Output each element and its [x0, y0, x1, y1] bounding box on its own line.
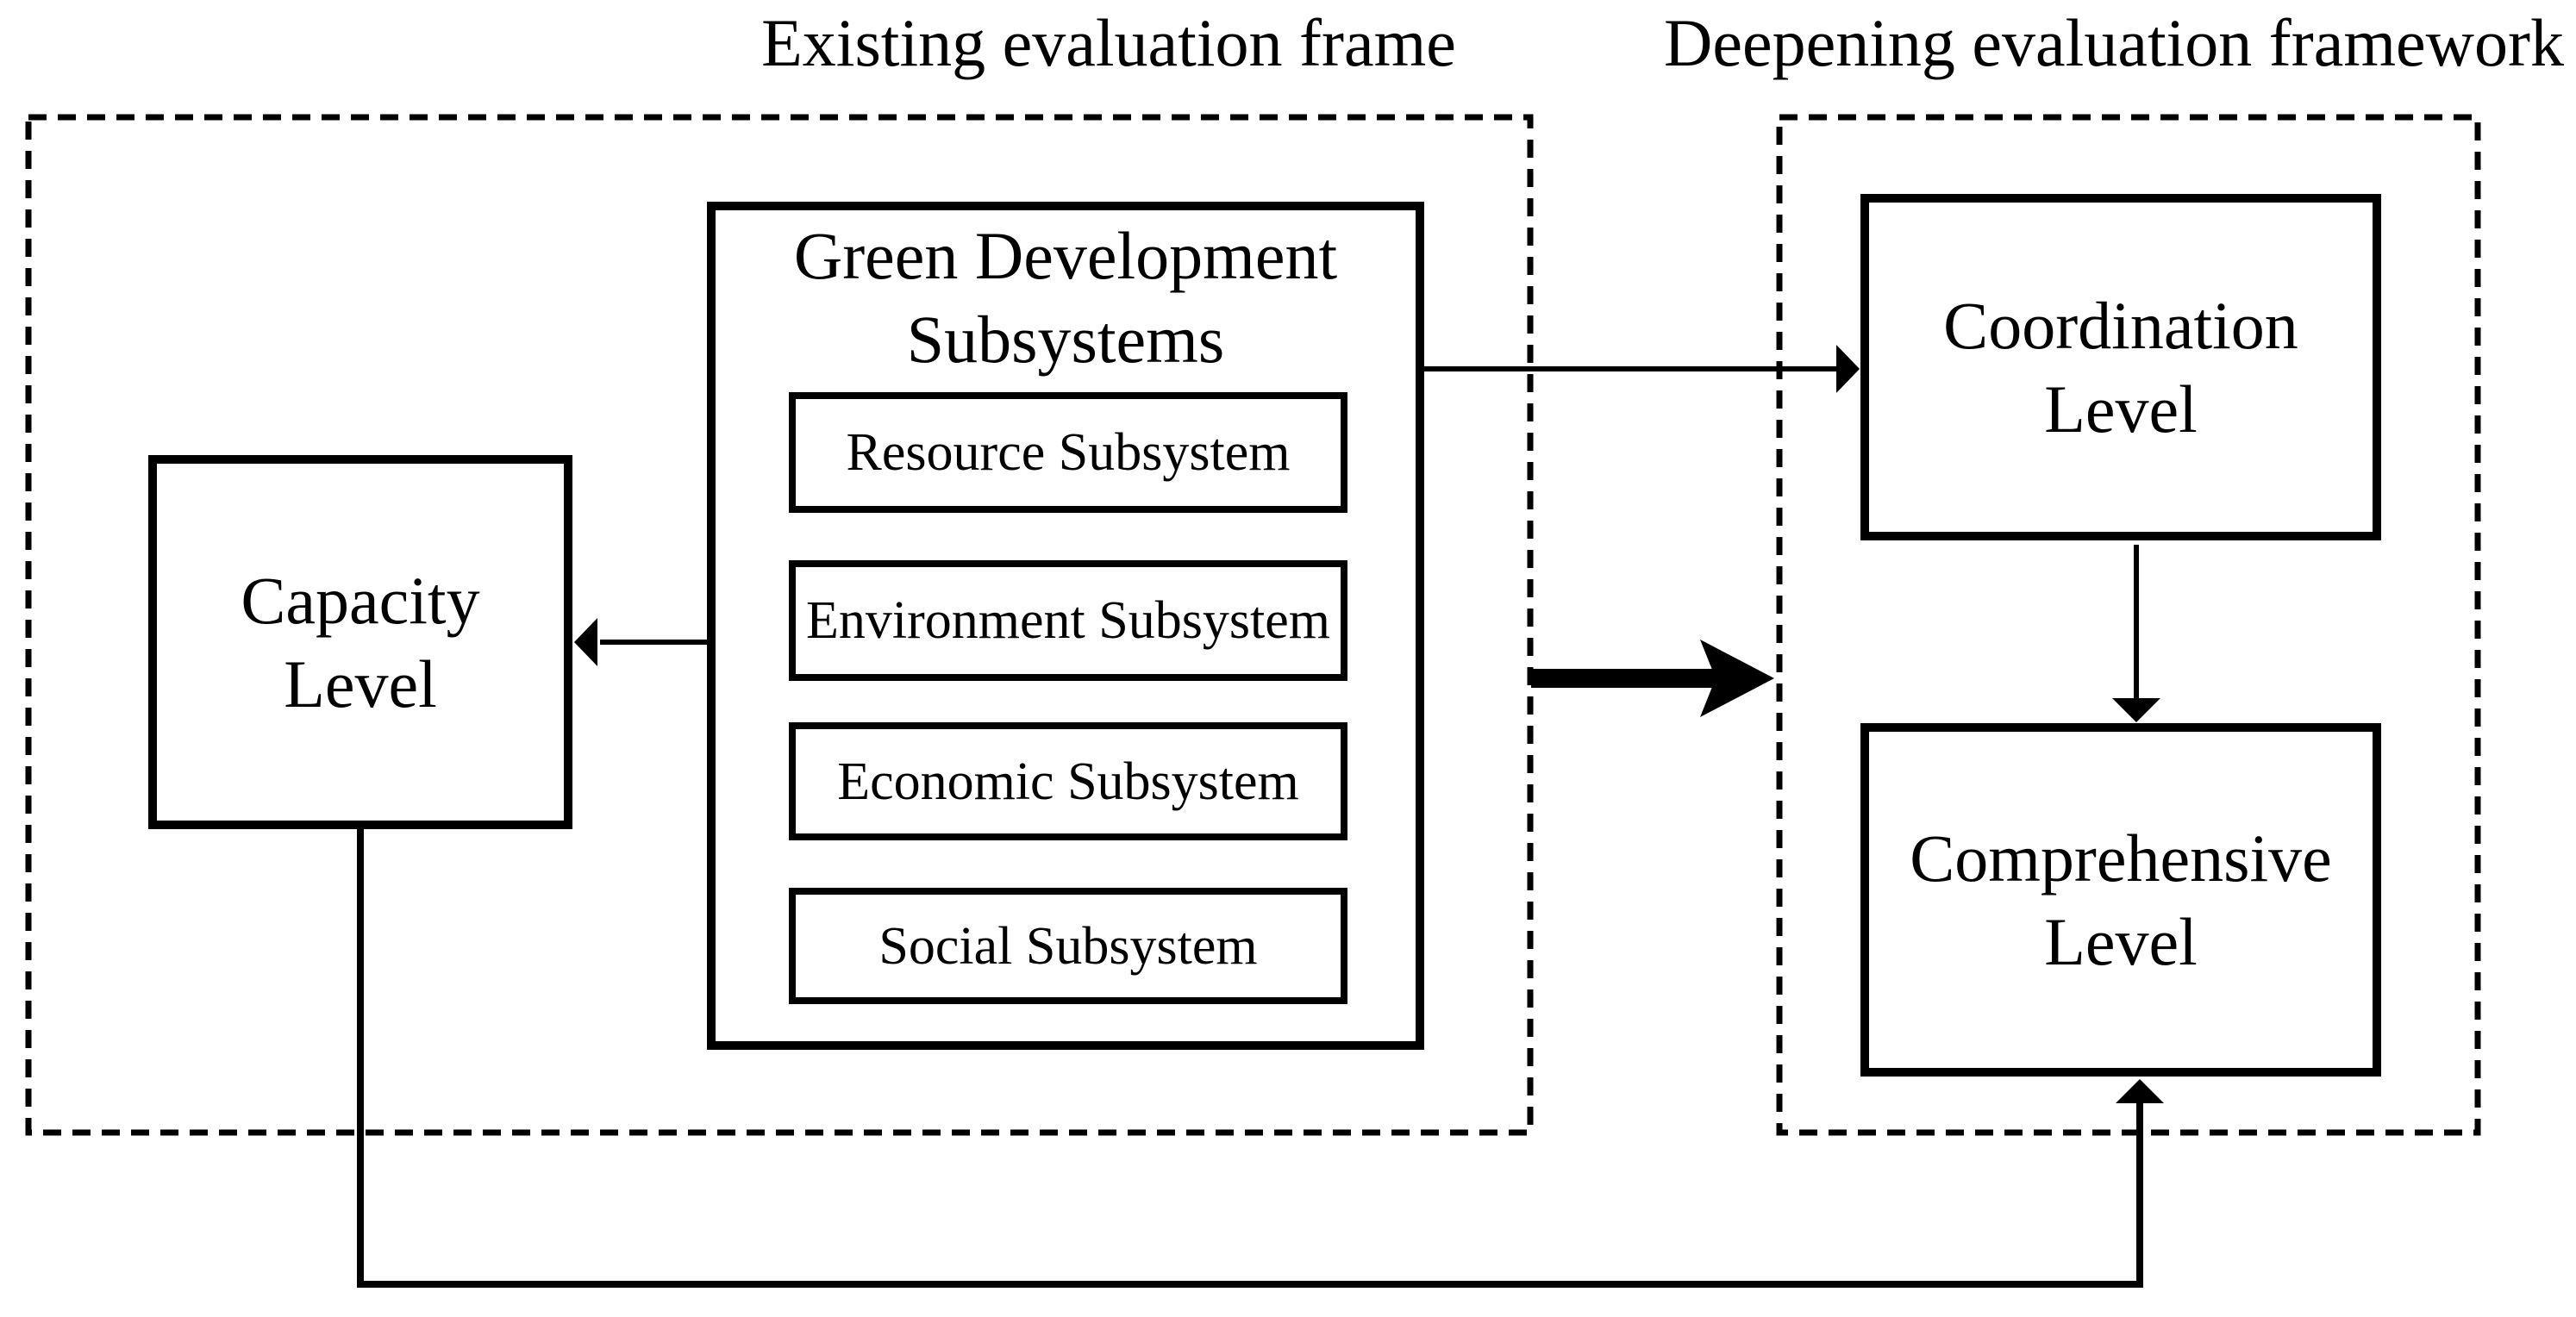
- coordination-level-label: Coordination Level: [1860, 194, 2381, 540]
- comprehensive-level-label: Comprehensive Level: [1860, 723, 2381, 1077]
- social-subsystem-label: Social Subsystem: [878, 916, 1258, 976]
- arrowhead-down-icon: [2112, 698, 2160, 722]
- green-development-label: Green Development Subsystems: [707, 214, 1424, 381]
- capacity-level-label: Capacity Level: [148, 455, 572, 829]
- connector-capacity-to-comprehensive: [357, 829, 2164, 1288]
- coordination-label-line1: Coordination: [1943, 288, 2298, 363]
- arrow-subsystems-to-coordination: [1424, 345, 1860, 393]
- green-development-label-line1: Green Development: [793, 218, 1338, 293]
- arrowhead-up-icon: [2116, 1079, 2164, 1103]
- arrowhead-left-icon: [574, 618, 597, 666]
- bold-arrowhead-right-icon: [1700, 640, 1774, 717]
- comprehensive-label-line2: Level: [2044, 904, 2198, 979]
- resource-subsystem-box: [789, 392, 1347, 513]
- comprehensive-level-box: [1860, 723, 2381, 1077]
- deepening-frame-title: Deepening evaluation framework: [1664, 5, 2564, 80]
- deepening-frame-border: [1776, 114, 2481, 1136]
- connector-path: [357, 829, 2143, 1288]
- existing-frame-border: [25, 114, 1534, 1136]
- arrowhead-right-icon: [1836, 345, 1860, 393]
- social-subsystem-box: [789, 888, 1347, 1004]
- arrow-coordination-to-comprehensive: [2112, 545, 2160, 722]
- capacity-level-box: [148, 455, 572, 829]
- resource-subsystem-label: Resource Subsystem: [846, 423, 1291, 482]
- environment-subsystem-label: Environment Subsystem: [806, 591, 1330, 650]
- capacity-label-line2: Level: [284, 646, 437, 721]
- economic-subsystem-box: [789, 722, 1347, 840]
- environment-subsystem-box: [789, 560, 1347, 681]
- capacity-label-line1: Capacity: [241, 563, 480, 638]
- coordination-level-box: [1860, 194, 2381, 540]
- coordination-label-line2: Level: [2044, 371, 2198, 446]
- green-development-label-line2: Subsystems: [906, 302, 1225, 377]
- bold-arrow-existing-to-deepening: [1531, 640, 1774, 717]
- arrow-subsystems-to-capacity: [574, 618, 707, 666]
- economic-subsystem-label: Economic Subsystem: [837, 752, 1299, 811]
- existing-frame-title: Existing evaluation frame: [761, 5, 1456, 80]
- comprehensive-label-line1: Comprehensive: [1910, 821, 2332, 896]
